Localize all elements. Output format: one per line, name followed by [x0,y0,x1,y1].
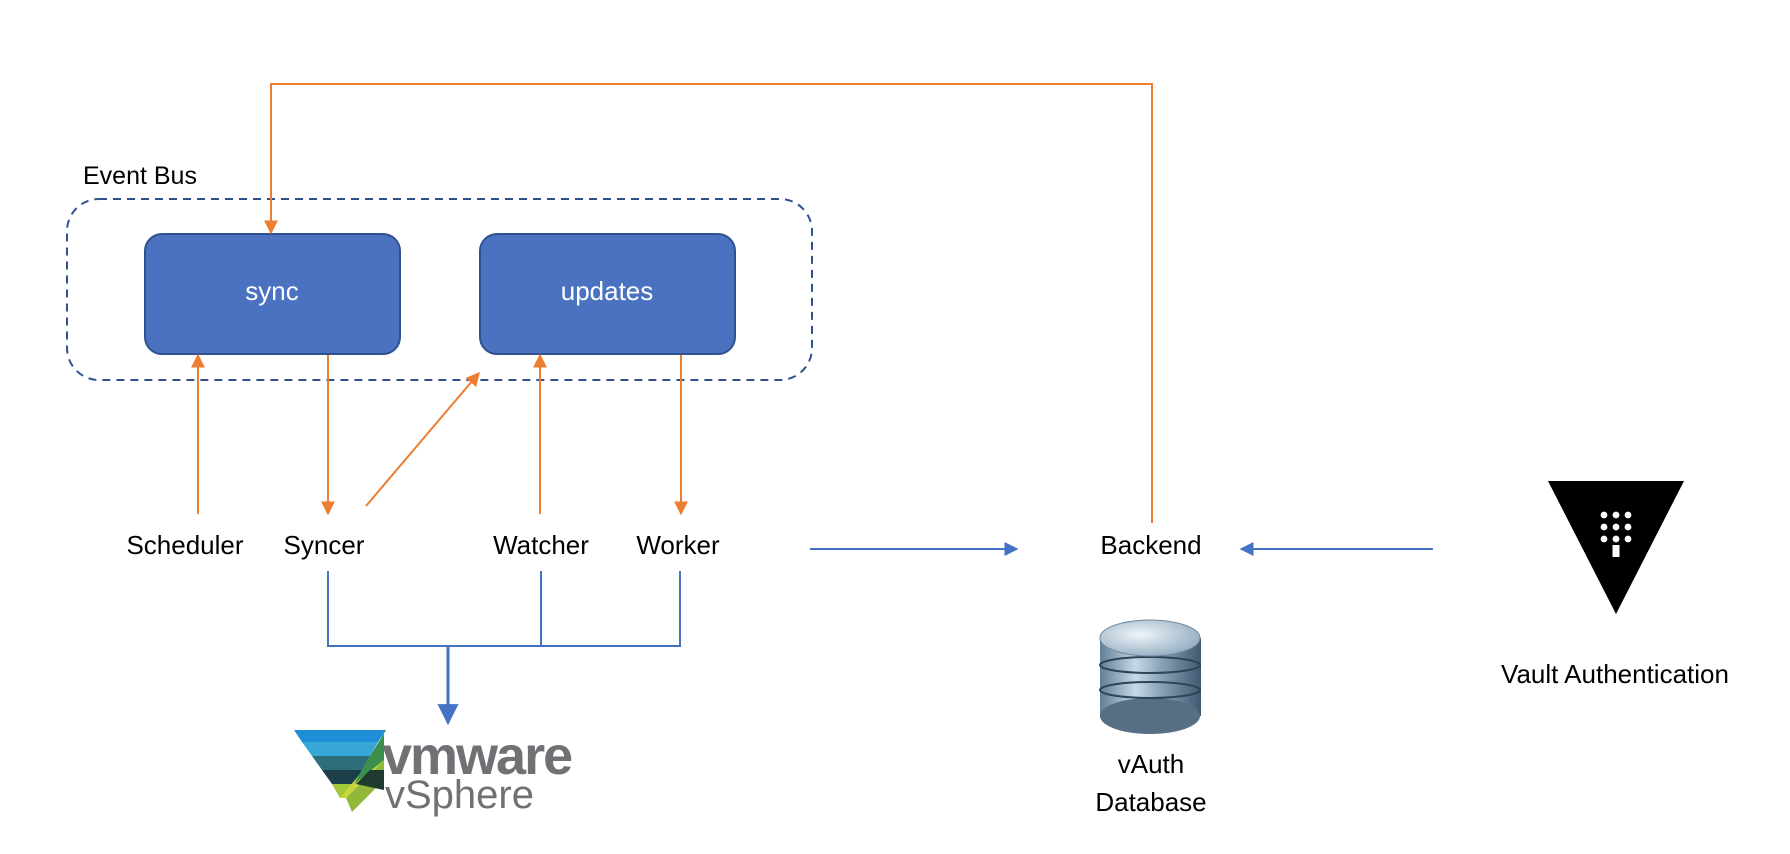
scheduler-label: Scheduler [126,530,243,560]
components-to-vsphere-connector [327,571,681,647]
event-bus-container [66,198,813,381]
syncer-label: Syncer [284,530,365,560]
vmware-vsphere-logo: vmware vSphere [294,726,574,817]
backend-to-sync-arrow [264,83,1153,523]
vmware-brand-text: vmware [382,726,572,786]
updates-topic-label: updates [561,276,654,306]
worker-label: Worker [636,530,720,560]
syncer-to-updates-arrow [365,371,480,507]
vsphere-product-text: vSphere [385,773,534,817]
database-label-line2: Database [1095,787,1206,817]
vault-triangle-icon [1548,481,1684,614]
database-label-line1: vAuth [1118,749,1185,779]
event-bus-label: Event Bus [83,162,197,190]
sync-topic-label: sync [245,276,298,306]
watcher-label: Watcher [493,530,589,560]
vault-auth-label: Vault Authentication [1501,659,1729,689]
database-icon [1099,619,1201,734]
backend-label: Backend [1100,530,1201,560]
updates-topic-box [479,233,736,355]
